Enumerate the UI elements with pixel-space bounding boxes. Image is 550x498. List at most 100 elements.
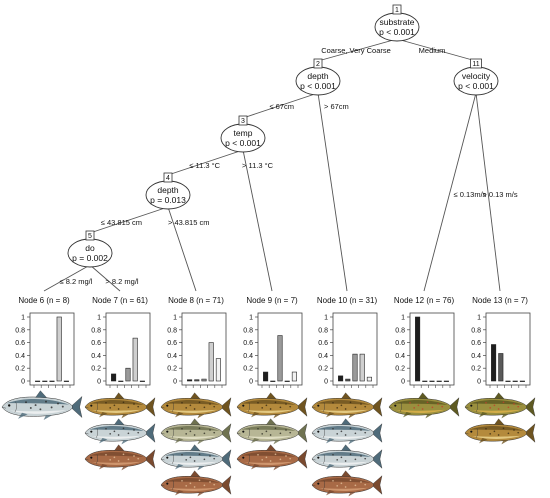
- terminal-label: Node 8 (n = 71): [168, 296, 224, 305]
- bar-node-13-class-2: [498, 353, 504, 382]
- steelhead-fish-icon: [311, 418, 383, 445]
- y-tick-label: 0: [21, 379, 25, 386]
- fish-spot: [265, 404, 268, 407]
- fish-dorsal-fin: [114, 392, 125, 400]
- fish-back: [469, 399, 524, 405]
- fish-mouth: [84, 407, 89, 409]
- fish-spot: [413, 407, 416, 409]
- edge-5-7: [89, 264, 121, 292]
- y-tick-label: 0.2: [318, 366, 328, 373]
- bar-node-13-class-3: [505, 380, 511, 382]
- fish-tail: [296, 423, 308, 443]
- fish-spot: [137, 431, 140, 434]
- fish-pelvic-fin: [197, 414, 205, 419]
- fish-back: [316, 451, 371, 457]
- y-tick-label: 0.2: [243, 366, 253, 373]
- fish-pectoral-fin: [175, 490, 184, 496]
- fish-spot: [289, 431, 292, 434]
- fish-pelvic-fin: [348, 466, 356, 471]
- fish-spot: [198, 427, 201, 430]
- fish-eye: [470, 404, 473, 407]
- fish-spot: [349, 453, 352, 456]
- bar-node-9-class-4: [284, 380, 290, 382]
- fish-pelvic-fin: [197, 492, 205, 497]
- edge-2-10: [317, 92, 348, 292]
- fish-gill: [476, 428, 478, 438]
- fish-spot: [122, 427, 125, 430]
- fish-pectoral-fin: [326, 490, 335, 496]
- brook-trout-fish-icon: [464, 392, 536, 419]
- fish-dorsal-fin: [190, 470, 201, 478]
- fish-spot: [189, 456, 192, 459]
- fish-spot: [105, 401, 107, 404]
- edge-label-13: > 0.13 m/s: [482, 190, 517, 199]
- edge-label-12: ≤ 0.13m/s: [454, 190, 487, 199]
- fish-back: [89, 425, 144, 431]
- fish-eye: [317, 482, 320, 485]
- fish-spot: [502, 427, 505, 430]
- fish-pectoral-fin: [403, 412, 412, 418]
- y-tick-label: 0.8: [91, 327, 101, 334]
- fish-spot: [344, 460, 347, 462]
- terminal-label: Node 10 (n = 31): [317, 296, 378, 305]
- y-tick-label: 0.8: [395, 327, 405, 334]
- node-p-value: p = 0.002: [72, 253, 108, 263]
- fish-mouth: [160, 459, 165, 461]
- y-tick-label: 0.8: [471, 327, 481, 334]
- fish-spot: [113, 430, 116, 433]
- y-tick-label: 1: [477, 315, 481, 322]
- bull-trout-fish-icon: [236, 444, 308, 471]
- edge-label-2: Coarse, Very Coarse: [321, 46, 391, 55]
- fish-spot: [485, 401, 487, 404]
- bar-node-8-class-2: [194, 379, 200, 382]
- fish-spot: [213, 405, 216, 408]
- fish-pelvic-fin: [121, 466, 129, 471]
- y-tick-label: 0.6: [471, 340, 481, 347]
- fish-gill: [248, 428, 250, 438]
- fish-spot: [265, 430, 268, 433]
- y-tick-label: 0.4: [318, 353, 328, 360]
- bar-node-10-class-4: [359, 353, 365, 382]
- fish-eye: [317, 430, 320, 433]
- fish-spot: [360, 403, 362, 405]
- edge-label-4: ≤ 11.3 °C: [189, 161, 220, 170]
- fish-spot: [189, 404, 192, 407]
- fish-spot: [61, 405, 64, 408]
- fish-spot: [285, 403, 287, 405]
- fish-mouth: [388, 407, 393, 409]
- fish-spot: [257, 453, 259, 456]
- fish-spot: [493, 404, 496, 407]
- fish-mouth: [1, 407, 7, 409]
- fish-tail: [371, 449, 383, 469]
- y-tick-label: 0.4: [395, 353, 405, 360]
- terminal-label: Node 12 (n = 76): [394, 296, 455, 305]
- fish-back: [165, 477, 220, 483]
- fish-dorsal-fin: [418, 392, 429, 400]
- fish-belly: [472, 409, 521, 413]
- fish-belly: [319, 435, 368, 439]
- fish-spot: [127, 432, 130, 435]
- edge-1-2: [317, 38, 398, 62]
- fish-gill: [172, 480, 174, 490]
- node-id: 4: [166, 175, 170, 182]
- fish-mouth: [84, 433, 89, 435]
- y-tick-label: 0.4: [15, 353, 25, 360]
- edge-label-5: ≤ 43.815 cm: [101, 218, 142, 227]
- y-tick-label: 0.6: [243, 340, 253, 347]
- fish-dorsal-fin: [35, 390, 48, 398]
- fish-spot: [289, 457, 292, 460]
- fish-spot: [497, 434, 500, 436]
- fish-spot: [502, 401, 505, 404]
- fish-gill: [14, 401, 17, 413]
- terminal-node-7: Node 7 (n = 61)00.20.40.60.81: [91, 296, 151, 388]
- fish-spot: [513, 429, 515, 431]
- fish-spot: [517, 431, 520, 434]
- steelhead-fish-icon: [84, 418, 156, 445]
- fish-eye: [317, 456, 320, 459]
- fish-dorsal-fin: [114, 418, 125, 426]
- fish-spot: [344, 486, 347, 488]
- fish-pectoral-fin: [326, 464, 335, 470]
- fish-spot: [336, 407, 339, 409]
- fish-pectoral-fin: [251, 412, 260, 418]
